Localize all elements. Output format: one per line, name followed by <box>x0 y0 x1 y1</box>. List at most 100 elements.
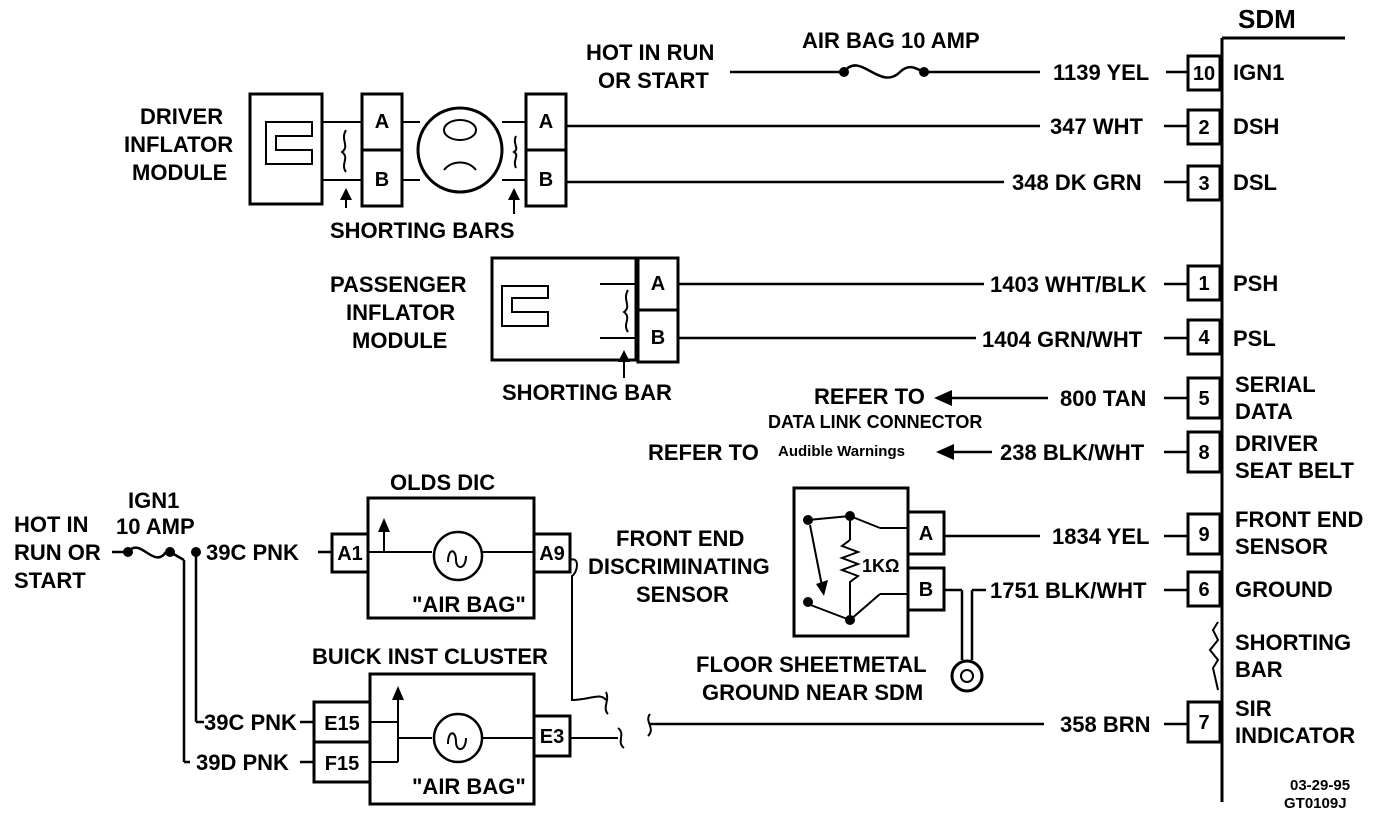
sensor-pin-a: A <box>919 523 933 545</box>
driver-pin-a: A <box>375 111 389 133</box>
svg-text:FRONT END: FRONT END <box>616 526 744 551</box>
olds-lamp-label: "AIR BAG" <box>412 592 526 617</box>
buick-cluster-title: BUICK INST CLUSTER <box>312 644 548 669</box>
sdm-pin-9: 9 FRONT END SENSOR <box>1186 507 1363 559</box>
wire-1751-blk-wht: 1751 BLK/WHT <box>944 578 1188 660</box>
olds-pin-a1: A1 <box>337 543 363 565</box>
svg-text:IGN1: IGN1 <box>128 488 179 513</box>
svg-text:1404 GRN/WHT: 1404 GRN/WHT <box>982 327 1143 352</box>
svg-text:FLOOR SHEETMETAL: FLOOR SHEETMETAL <box>696 652 927 677</box>
drawing-id: 03-29-95 GT0109J <box>1284 777 1350 812</box>
sensor-pin-b: B <box>919 579 933 601</box>
sdm-pin-7: 7 SIR INDICATOR <box>1186 696 1355 748</box>
wire-358-brn: 358 BRN <box>650 712 1188 737</box>
svg-text:HOT IN RUN: HOT IN RUN <box>586 40 714 65</box>
svg-text:7: 7 <box>1198 712 1209 734</box>
svg-text:REFER TO: REFER TO <box>814 384 925 409</box>
svg-text:START: START <box>14 568 86 593</box>
ign1-fuse-label: IGN1 10 AMP <box>116 488 195 539</box>
svg-text:8: 8 <box>1198 442 1209 464</box>
sdm-pin-6: 6 GROUND <box>1186 570 1333 608</box>
driver-conn-pin-a: A <box>539 111 553 133</box>
svg-text:RUN OR: RUN OR <box>14 540 101 565</box>
refer-data-link-connector: REFER TO DATA LINK CONNECTOR 800 TAN <box>768 384 1188 432</box>
olds-pin-a9: A9 <box>539 543 565 565</box>
sdm-pin-4: 4 PSL <box>1186 318 1276 356</box>
wire-39c-pnk-a1: 39C PNK <box>206 540 299 565</box>
front-end-discriminating-sensor: FRONT END DISCRIMINATING SENSOR 1KΩ A B <box>588 486 946 638</box>
svg-text:238 BLK/WHT: 238 BLK/WHT <box>1000 440 1145 465</box>
svg-text:6: 6 <box>1198 579 1209 601</box>
sdm-module: SDM 10 IGN1 2 DSH 3 DSL 1 PSH 4 PSL <box>1186 4 1363 802</box>
svg-text:1: 1 <box>1198 273 1209 295</box>
sdm-shorting-bar: SHORTING BAR <box>1208 621 1351 691</box>
hot-in-run-top: HOT IN RUN OR START <box>586 40 714 93</box>
svg-text:10 AMP: 10 AMP <box>116 514 195 539</box>
wire-347-wht: 347 WHT <box>566 114 1188 139</box>
svg-text:9: 9 <box>1198 524 1209 546</box>
sdm-pin-3: 3 DSL <box>1186 164 1277 202</box>
sdm-pin-2: 2 DSH <box>1186 108 1279 146</box>
driver-pin-b: B <box>375 169 389 191</box>
hot-in-run-left: HOT IN RUN OR START <box>14 512 101 593</box>
floor-sheetmetal-ground-label: FLOOR SHEETMETAL GROUND NEAR SDM <box>696 652 927 705</box>
svg-text:1139 YEL: 1139 YEL <box>1053 60 1149 85</box>
sdm-ign1-label: IGN1 <box>1233 60 1284 85</box>
svg-text:MODULE: MODULE <box>352 328 447 353</box>
buick-lamp-label: "AIR BAG" <box>412 774 526 799</box>
svg-text:4: 4 <box>1198 327 1210 349</box>
svg-text:MODULE: MODULE <box>132 160 227 185</box>
driver-conn-pin-b: B <box>539 169 553 191</box>
wire-1403-wht-blk: 1403 WHT/BLK <box>678 272 1188 297</box>
fuse-air-bag-label: AIR BAG 10 AMP <box>802 28 980 53</box>
wire-39c-pnk-e15: 39C PNK <box>204 710 297 735</box>
svg-text:SENSOR: SENSOR <box>636 582 729 607</box>
passenger-pin-b: B <box>651 327 665 349</box>
svg-text:358 BRN: 358 BRN <box>1060 712 1150 737</box>
air-bag-fuse <box>730 64 1040 79</box>
svg-text:03-29-95: 03-29-95 <box>1290 777 1350 794</box>
sdm-pin-8: 8 DRIVER SEAT BELT <box>1186 430 1355 483</box>
sdm-front-end-sensor-label: FRONT END <box>1235 507 1363 532</box>
buick-pin-f15: F15 <box>325 753 359 775</box>
buick-pin-e15: E15 <box>324 713 360 735</box>
buick-inst-cluster: BUICK INST CLUSTER 39C PNK 39D PNK E15 F… <box>196 644 652 806</box>
sdm-driver-seat-belt-label: DRIVER <box>1235 431 1318 456</box>
passenger-shorting-bar-label: SHORTING BAR <box>502 380 672 405</box>
sdm-psh-label: PSH <box>1233 271 1278 296</box>
svg-text:SEAT BELT: SEAT BELT <box>1235 458 1355 483</box>
svg-text:INFLATOR: INFLATOR <box>124 132 233 157</box>
svg-text:DISCRIMINATING: DISCRIMINATING <box>588 554 770 579</box>
svg-text:PASSENGER: PASSENGER <box>330 272 467 297</box>
sdm-sir-indicator-label: SIR <box>1235 696 1272 721</box>
sdm-ground-label: GROUND <box>1235 577 1333 602</box>
svg-text:SHORTING: SHORTING <box>1235 630 1351 655</box>
wire-1834-yel: 1834 YEL <box>944 524 1188 549</box>
svg-text:GROUND NEAR SDM: GROUND NEAR SDM <box>702 680 923 705</box>
svg-text:DATA LINK CONNECTOR: DATA LINK CONNECTOR <box>768 412 982 432</box>
svg-text:800 TAN: 800 TAN <box>1060 386 1146 411</box>
svg-text:5: 5 <box>1198 388 1209 410</box>
svg-text:1403 WHT/BLK: 1403 WHT/BLK <box>990 272 1147 297</box>
svg-text:SENSOR: SENSOR <box>1235 534 1328 559</box>
wire-348-dk-grn: 348 DK GRN <box>566 170 1188 195</box>
svg-text:HOT IN: HOT IN <box>14 512 89 537</box>
sdm-dsh-label: DSH <box>1233 114 1279 139</box>
svg-text:Audible Warnings: Audible Warnings <box>778 443 905 460</box>
sdm-serial-label: SERIAL <box>1235 372 1316 397</box>
svg-text:DRIVER: DRIVER <box>140 104 223 129</box>
svg-text:GT0109J: GT0109J <box>1284 795 1347 812</box>
refer-audible-warnings: REFER TO Audible Warnings 238 BLK/WHT <box>648 440 1188 465</box>
ground-eyelet <box>950 659 984 693</box>
passenger-inflator-module: PASSENGER INFLATOR MODULE A B SHORTING B… <box>330 256 680 405</box>
olds-dic-title: OLDS DIC <box>390 470 495 495</box>
svg-text:1751 BLK/WHT: 1751 BLK/WHT <box>990 578 1147 603</box>
driver-shorting-bars-label: SHORTING BARS <box>330 218 515 243</box>
svg-text:INFLATOR: INFLATOR <box>346 300 455 325</box>
svg-text:INDICATOR: INDICATOR <box>1235 723 1355 748</box>
passenger-pin-a: A <box>651 273 665 295</box>
svg-text:OR START: OR START <box>598 68 709 93</box>
svg-text:REFER TO: REFER TO <box>648 440 759 465</box>
wire-39d-pnk-f15: 39D PNK <box>196 750 289 775</box>
